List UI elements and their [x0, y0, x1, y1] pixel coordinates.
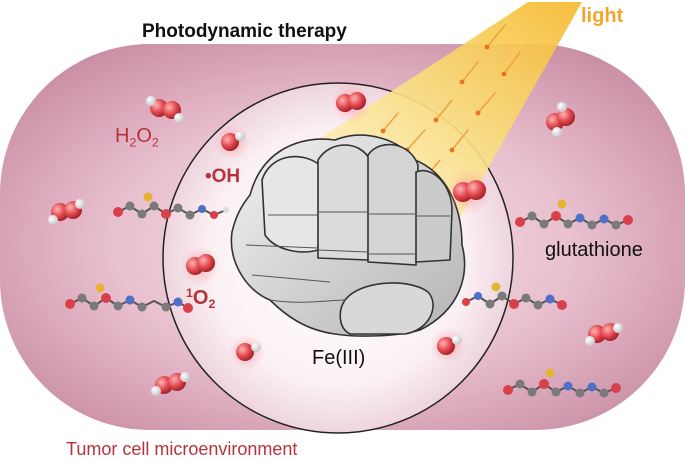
hydroxyl-radical-icon — [214, 124, 466, 370]
singlet-oxygen-label: 1O2 — [186, 287, 215, 311]
singlet-oxygen-icon — [180, 83, 491, 286]
hydroxyl-text: OH — [211, 166, 241, 187]
glutathione-molecule-icon — [65, 192, 633, 398]
h2o2-sub1: 2 — [129, 135, 137, 150]
hydroxyl-label: •OH — [205, 167, 240, 186]
h2o2-molecule-icon — [48, 96, 623, 396]
h2o2-label: H2O2 — [115, 126, 159, 149]
iron-label: Fe(III) — [312, 347, 366, 369]
diagram-title: Photodynamic therapy — [142, 21, 347, 42]
fist-icon — [230, 134, 466, 337]
environment-label: Tumor cell microenvironment — [66, 439, 298, 459]
h2o2-base: H — [115, 125, 130, 147]
singlet-oxygen-sup: 1 — [186, 286, 193, 300]
singlet-oxygen-base: O — [192, 286, 209, 309]
h2o2-sub2: 2 — [151, 135, 159, 150]
h2o2-mid: O — [136, 125, 152, 147]
light-label: light — [581, 5, 624, 27]
glutathione-label: glutathione — [545, 239, 643, 261]
singlet-oxygen-sub: 2 — [208, 297, 216, 312]
hydroxyl-dot: • — [205, 166, 212, 187]
